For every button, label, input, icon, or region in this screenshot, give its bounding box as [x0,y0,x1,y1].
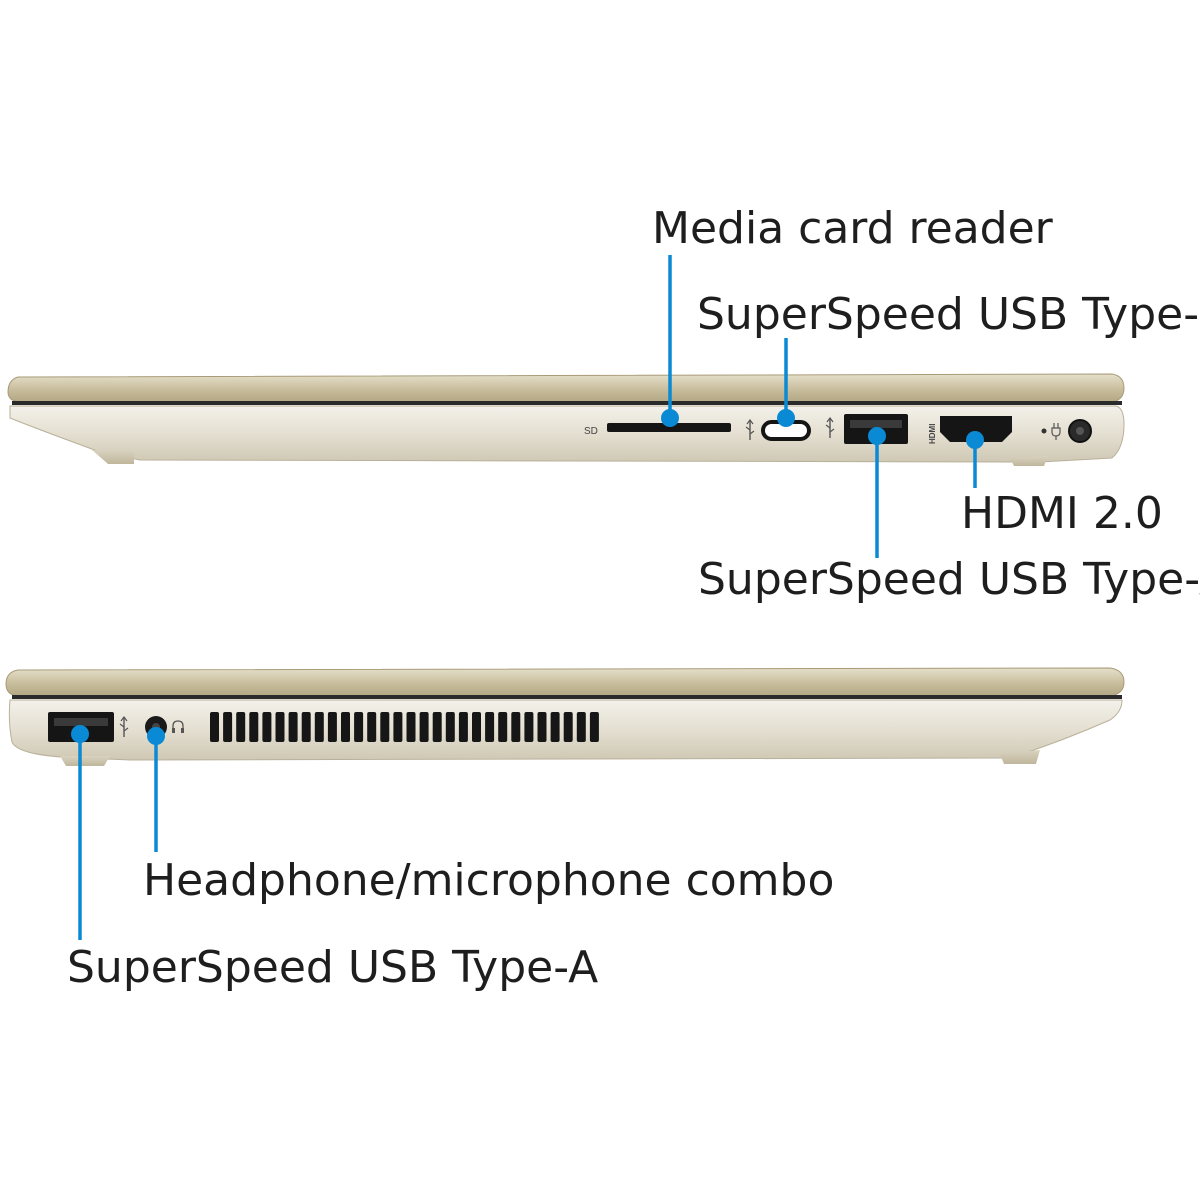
headphone-icon [172,720,184,733]
vent-slot [275,712,285,742]
vent-slot [393,712,403,742]
lid-right [7,373,1125,403]
vent-slot [550,712,560,742]
vent-slot [458,712,468,742]
label-usb-a-right: SuperSpeed USB Type-A [698,554,1200,605]
foot-left-back [1000,750,1040,764]
callout-dot-usb-a-right [868,427,886,445]
vent-slot [380,712,390,742]
power-icon [1051,423,1061,440]
label-hdmi: HDMI 2.0 [961,488,1163,539]
vent-slot [419,712,429,742]
usb-a-port-right-tongue [850,420,902,428]
label-usb-c: SuperSpeed USB Type-C® [697,289,1200,340]
seam-left [12,695,1122,699]
vent-slot [589,712,599,742]
label-media-card-reader: Media card reader [652,203,1054,254]
foot-left-front [60,756,110,766]
callout-dot-usb-c [777,409,795,427]
vent-slot [445,712,455,742]
laptop-right-side: SD HDMI [7,203,1200,605]
vent-slot [537,712,547,742]
vent-slot [301,712,311,742]
cooling-vents [210,712,599,742]
label-headphone: Headphone/microphone combo [143,855,834,906]
foot-right-front [92,450,134,464]
usb-a-icon-left [119,716,129,737]
vent-slot [341,712,350,742]
dc-power-jack-pin [1076,427,1084,435]
sd-card-slot [607,423,731,432]
usb-a-port-left-tongue [54,718,108,726]
callout-dot-usb-a-left [71,725,89,743]
vent-slot [563,712,573,742]
sd-port-label: SD [584,426,598,437]
vent-slot [406,712,416,742]
callout-dot-headphone [147,727,165,745]
hdmi-port-label: HDMI [928,424,937,444]
laptop-left-side: Headphone/microphone combo SuperSpeed US… [5,667,1125,993]
vent-slot [223,712,233,742]
label-usb-a-left: SuperSpeed USB Type-A [67,942,598,993]
vent-slot [485,712,495,742]
vent-slot [472,712,481,742]
vent-slot [367,712,377,742]
vent-slot [236,712,246,742]
vent-slot [249,712,259,742]
lid-left [5,667,1125,697]
vent-slot [432,712,442,742]
callout-dot-hdmi [966,431,984,449]
vent-slot [262,712,272,742]
callout-dot-media-card [661,409,679,427]
foot-right-back [1010,456,1048,466]
hdmi-port [940,416,1012,442]
seam-right [12,401,1122,405]
vent-slot [288,712,298,742]
vent-slot [327,712,337,742]
vent-slot [354,712,364,742]
vent-slot [576,712,586,742]
vent-slot [524,712,534,742]
usb-a-icon [825,417,835,438]
vent-slot [511,712,521,742]
power-led [1041,428,1047,434]
vent-slot [210,712,219,742]
vent-slot [498,712,508,742]
vent-slot [314,712,324,742]
usb-c-icon [745,419,755,440]
